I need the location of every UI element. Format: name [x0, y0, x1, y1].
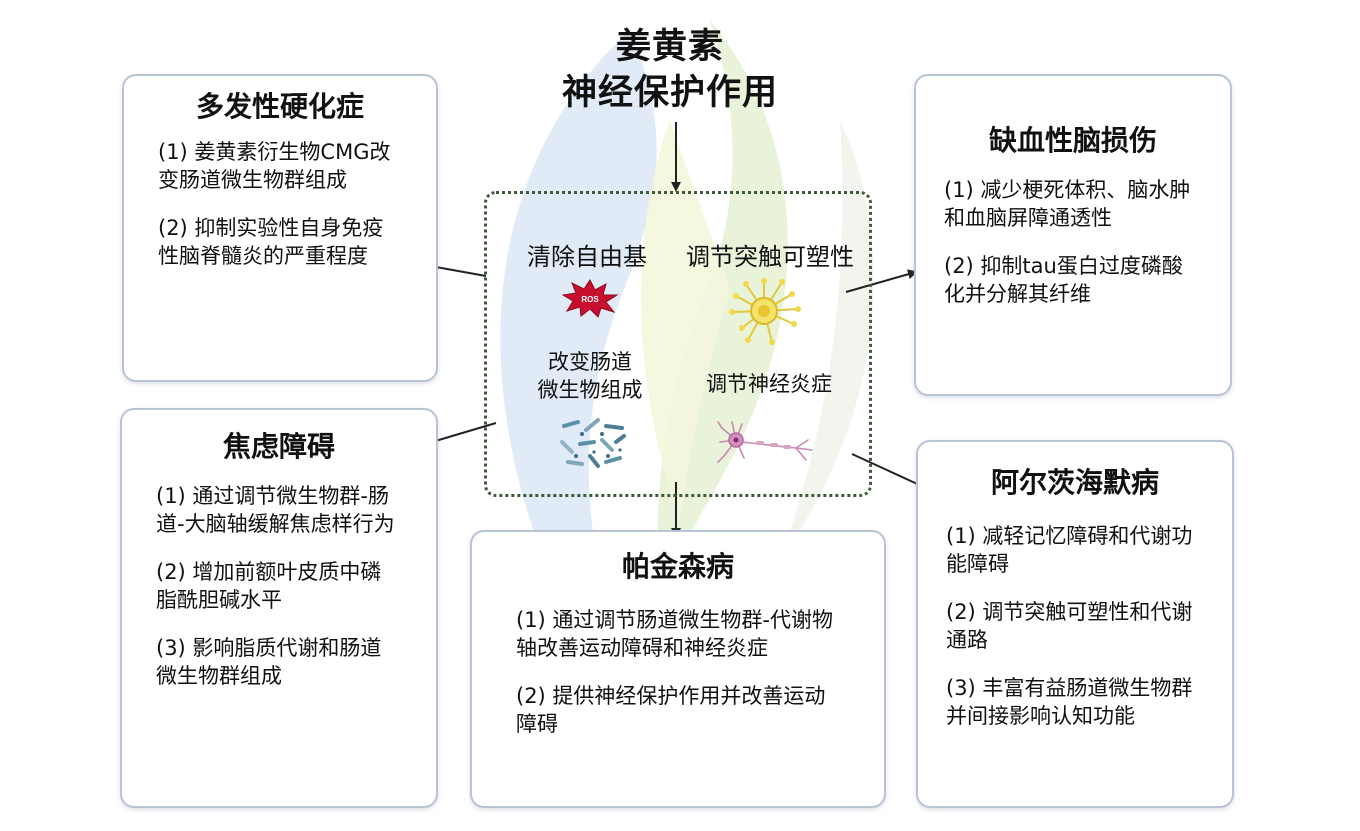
box-item: (1) 通过调节微生物群-肠道-大脑轴缓解焦虑样行为 — [156, 484, 395, 536]
box-title: 缺血性脑损伤 — [988, 124, 1157, 157]
box-title: 焦虑障碍 — [222, 430, 335, 463]
mechanism-neuroinflammation: 调节神经炎症 — [706, 372, 832, 396]
ros-burst-icon: ROS — [561, 279, 619, 318]
arrow-to-alzheimer — [851, 453, 928, 490]
box-item: (3) 丰富有益肠道微生物群并间接影响认知功能 — [946, 676, 1193, 728]
box-item: (2) 抑制实验性自身免疫性脑脊髓炎的严重程度 — [158, 216, 384, 268]
box-item: (1) 减少梗死体积、脑水肿和血脑屏障通透性 — [944, 178, 1191, 230]
mechanism-gut-line2: 微生物组成 — [537, 378, 643, 402]
box-title: 帕金森病 — [621, 550, 734, 583]
box-item: (2) 提供神经保护作用并改善运动障碍 — [516, 684, 826, 736]
box-item: (3) 影响脂质代谢和肠道微生物群组成 — [156, 636, 382, 688]
box-item: (1) 姜黄素衍生物CMG改变肠道微生物群组成 — [158, 140, 391, 192]
mechanism-free-radical: 清除自由基 — [527, 243, 647, 271]
box-title: 阿尔茨海默病 — [990, 466, 1159, 499]
mechanism-synaptic-plasticity: 调节突触可塑性 — [686, 243, 854, 271]
box-ischemic-brain-injury: 缺血性脑损伤 (1) 减少梗死体积、脑水肿和血脑屏障通透性 (2) 抑制tau蛋… — [914, 74, 1232, 396]
box-title: 多发性硬化症 — [195, 90, 364, 123]
box-item: (2) 增加前额叶皮质中磷脂酰胆碱水平 — [156, 560, 382, 612]
main-title-line1: 姜黄素 — [615, 27, 724, 67]
box-anxiety-disorder: 焦虑障碍 (1) 通过调节微生物群-肠道-大脑轴缓解焦虑样行为 (2) 增加前额… — [120, 408, 438, 808]
mechanisms-panel — [484, 191, 872, 497]
main-title: 姜黄素 神经保护作用 — [500, 24, 840, 116]
box-parkinsons-disease: 帕金森病 (1) 通过调节肠道微生物群-代谢物轴改善运动障碍和神经炎症 (2) … — [470, 530, 886, 808]
main-title-line2: 神经保护作用 — [561, 73, 778, 113]
box-item: (1) 减轻记忆障碍和代谢功能障碍 — [946, 524, 1193, 576]
neuron-icon — [717, 421, 813, 463]
arrow-to-ischemic — [845, 269, 918, 293]
bacteria-icon — [560, 418, 626, 468]
box-item: (2) 抑制tau蛋白过度磷酸化并分解其纤维 — [944, 254, 1183, 306]
box-alzheimers-disease: 阿尔茨海默病 (1) 减轻记忆障碍和代谢功能障碍 (2) 调节突触可塑性和代谢通… — [916, 440, 1234, 808]
ros-label: ROS — [581, 295, 599, 304]
mechanism-gut-microbiota: 改变肠道 微生物组成 — [520, 348, 660, 404]
watermark-logo — [500, 20, 874, 690]
mechanism-gut-line1: 改变肠道 — [548, 350, 632, 374]
synapse-icon — [729, 278, 801, 345]
box-item: (1) 通过调节肠道微生物群-代谢物轴改善运动障碍和神经炎症 — [516, 608, 833, 660]
box-multiple-sclerosis: 多发性硬化症 (1) 姜黄素衍生物CMG改变肠道微生物群组成 (2) 抑制实验性… — [122, 74, 438, 382]
box-item: (2) 调节突触可塑性和代谢通路 — [946, 600, 1193, 652]
